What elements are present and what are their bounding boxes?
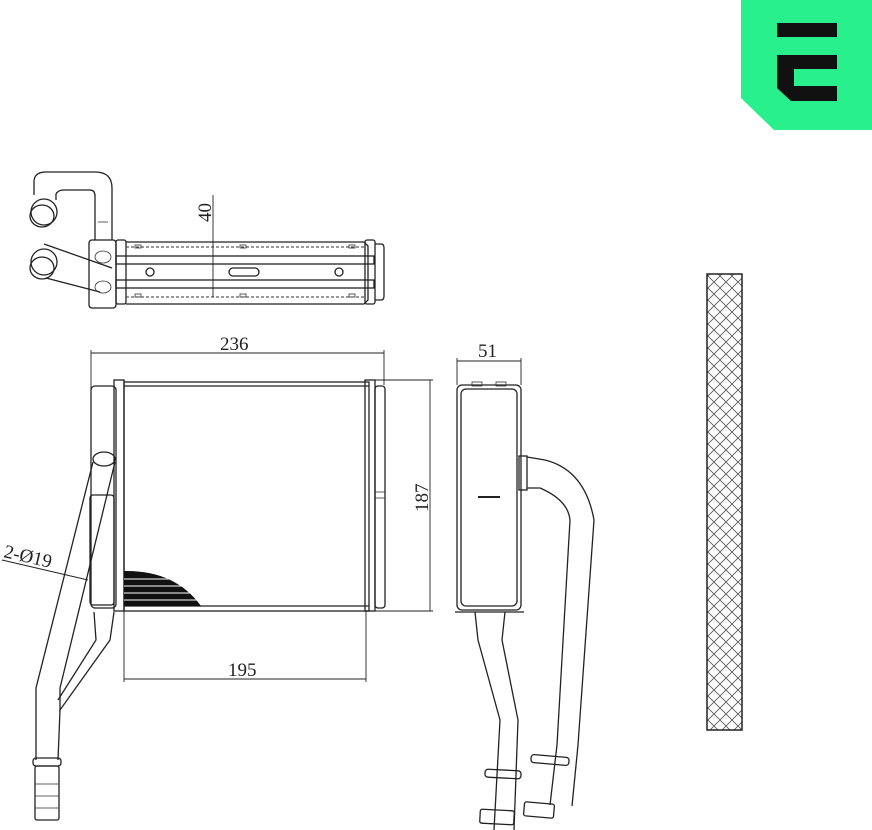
dim-height: 187 [412, 484, 433, 513]
logo-e-icon [741, 0, 872, 130]
dim-core-width: 195 [228, 660, 257, 681]
side-view: 51 [455, 341, 595, 830]
dim-thickness: 40 [195, 203, 216, 222]
front-view: 236 187 195 [2, 334, 433, 821]
brand-logo [741, 0, 872, 130]
foam-gasket [706, 273, 743, 731]
dim-overall-width: 236 [220, 334, 249, 355]
top-view: 40 [29, 171, 385, 309]
dim-depth: 51 [478, 341, 497, 362]
dim-pipe-diameter: 2-Ø19 [2, 541, 54, 572]
